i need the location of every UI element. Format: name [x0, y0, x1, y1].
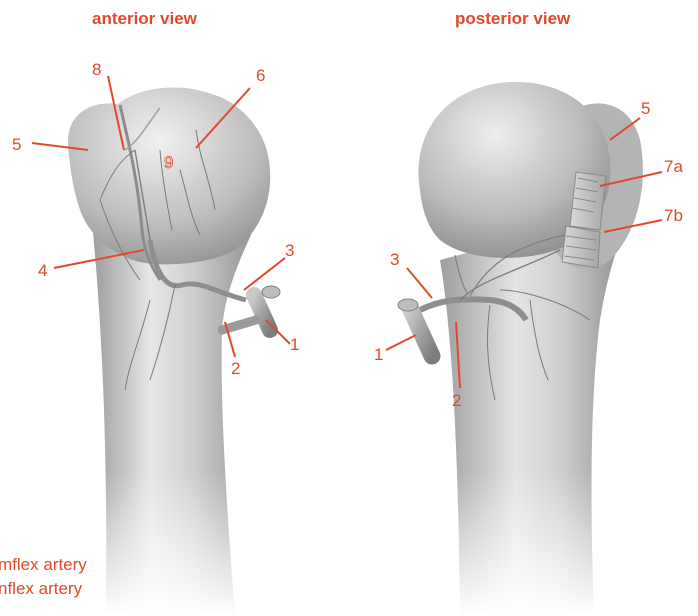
anterior-shaft-fade [80, 470, 250, 616]
anterior-label-4: 4 [38, 261, 47, 280]
anterior-label-2: 2 [231, 359, 240, 378]
posterior-leader-3 [407, 268, 432, 298]
legend-line-1: mflex artery [0, 555, 87, 575]
legend-line-2: nflex artery [0, 579, 82, 599]
posterior-label-2: 2 [452, 391, 461, 410]
anterior-label-1: 1 [290, 335, 299, 354]
anterior-label-9: 9 [164, 153, 173, 172]
posterior-label-1: 1 [374, 345, 383, 364]
axillary-artery-anterior [222, 286, 280, 330]
posterior-leader-1 [386, 335, 416, 350]
anterior-label-8: 8 [92, 60, 101, 79]
posterior-label-7a: 7a [664, 157, 683, 176]
anterior-label-5: 5 [12, 135, 21, 154]
posterior-shaft-fade [430, 470, 610, 616]
posterior-label-5: 5 [641, 99, 650, 118]
anterior-label-3: 3 [285, 241, 294, 260]
posterior-label-3: 3 [390, 250, 399, 269]
posterior-view: 5 7a 7b 3 1 2 [374, 82, 683, 616]
anterior-label-6: 6 [256, 66, 265, 85]
anterior-humerus-head [68, 88, 270, 265]
anterior-view: 8 6 5 9 3 4 1 2 [12, 60, 299, 616]
posterior-label-7b: 7b [664, 206, 683, 225]
anterior-leader-3 [244, 258, 285, 290]
